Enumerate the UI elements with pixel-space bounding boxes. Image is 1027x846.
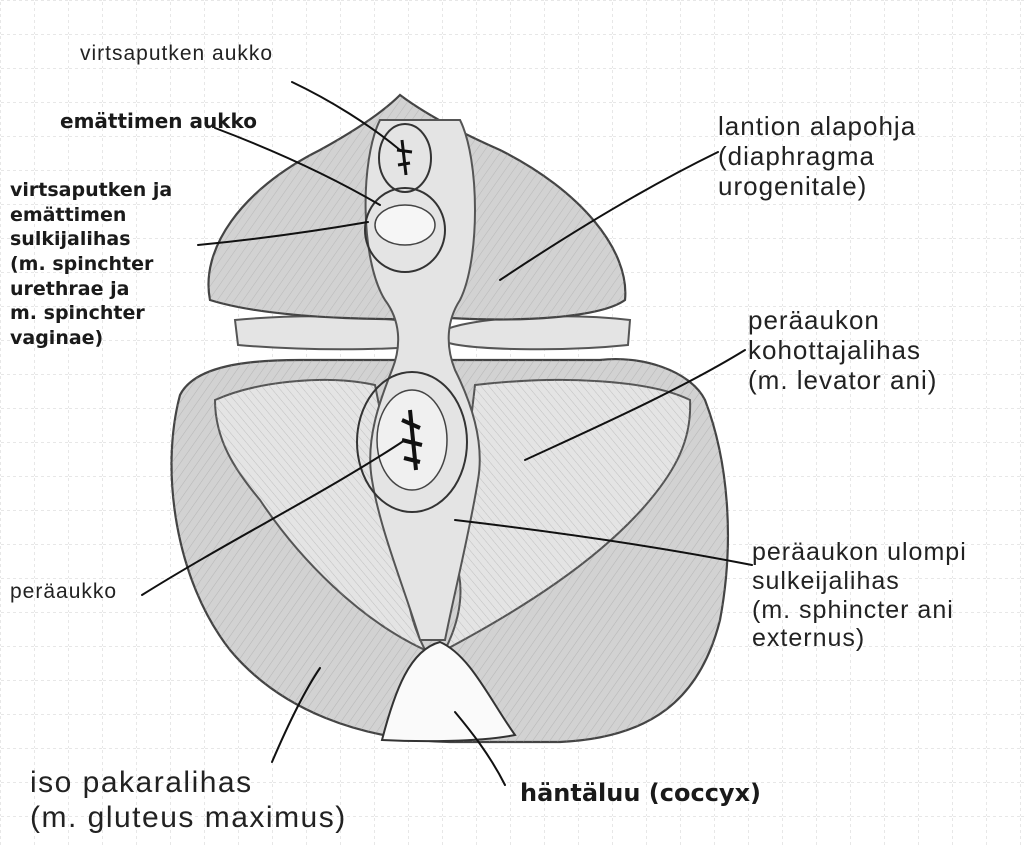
label-vaginal-opening: emättimen aukko: [60, 108, 257, 134]
label-sphincter-line: (m. spinchter: [10, 252, 172, 277]
label-sphincter-line: m. spinchter: [10, 301, 172, 326]
label-external-sphincter-line: sulkeijalihas: [752, 567, 967, 596]
label-gluteus-maximus: iso pakaralihas (m. gluteus maximus): [30, 766, 347, 835]
label-sphincter-line: urethrae ja: [10, 277, 172, 302]
label-pelvic-floor-line: lantion alapohja: [718, 112, 916, 142]
label-sphincter: virtsaputken ja emättimen sulkijalihas (…: [10, 178, 172, 351]
label-anus: peräaukko: [10, 580, 117, 604]
label-pelvic-floor-line: (diaphragma: [718, 142, 916, 172]
label-levator-ani-line: (m. levator ani): [748, 366, 937, 396]
label-coccyx: häntäluu (coccyx): [520, 778, 761, 809]
label-external-sphincter-line: (m. sphincter ani: [752, 596, 967, 625]
label-pelvic-floor-line: urogenitale): [718, 172, 916, 202]
label-sphincter-line: virtsaputken ja: [10, 178, 172, 203]
label-pelvic-floor: lantion alapohja (diaphragma urogenitale…: [718, 112, 916, 202]
label-sphincter-line: sulkijalihas: [10, 227, 172, 252]
label-external-sphincter-line: externus): [752, 624, 967, 653]
label-gluteus-line: iso pakaralihas: [30, 766, 347, 801]
label-gluteus-line: (m. gluteus maximus): [30, 801, 347, 836]
label-levator-ani-line: peräaukon: [748, 306, 937, 336]
label-external-sphincter: peräaukon ulompi sulkeijalihas (m. sphin…: [752, 538, 967, 653]
label-urethral-opening: virtsaputken aukko: [80, 42, 273, 66]
label-sphincter-line: emättimen: [10, 203, 172, 228]
label-levator-ani: peräaukon kohottajalihas (m. levator ani…: [748, 306, 937, 396]
label-external-sphincter-line: peräaukon ulompi: [752, 538, 967, 567]
label-levator-ani-line: kohottajalihas: [748, 336, 937, 366]
label-sphincter-line: vaginae): [10, 326, 172, 351]
